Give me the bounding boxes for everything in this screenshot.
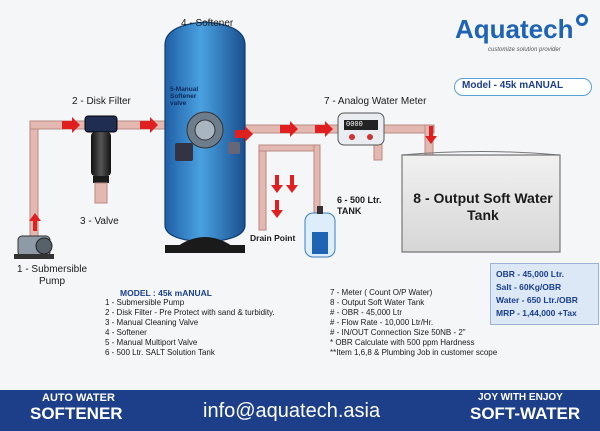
spec-list-item: # - Flow Rate - 10,000 Ltr/Hr. — [330, 318, 434, 327]
spec-list-item: 8 - Output Soft Water Tank — [330, 298, 425, 307]
footer-email[interactable]: info@aquatech.asia — [203, 400, 381, 422]
spec-list: 7 - Meter ( Count O/P Water) 8 - Output … — [330, 288, 497, 358]
footer-right-line2: SOFT-WATER — [470, 404, 581, 423]
spec-box-line: Salt - 60Kg/OBR — [496, 282, 562, 292]
spec-box: OBR - 45,000 Ltr. Salt - 60Kg/OBR Water … — [490, 263, 599, 325]
model-list-item: 1 - Submersible Pump — [105, 298, 185, 307]
model-list: 1 - Submersible Pump 2 - Disk Filter - P… — [105, 298, 275, 358]
model-badge-text: Model - 45k mANUAL — [462, 80, 564, 91]
logo: Aquatech — [455, 14, 573, 45]
spec-list-item: # - OBR - 45,000 Ltr — [330, 308, 403, 317]
footer-left-line2: SOFTENER — [30, 404, 123, 423]
spec-box-line: OBR - 45,000 Ltr. — [496, 269, 565, 279]
meter-reading: 0000 — [346, 121, 363, 129]
valve-label: 3 - Valve — [80, 216, 119, 227]
spec-box-line: Water - 650 Ltr./OBR — [496, 295, 578, 305]
model-badge — [454, 78, 592, 96]
spec-list-item: # - IN/OUT Connection Size 50NB - 2" — [330, 328, 466, 337]
model-list-item: 3 - Manual Cleaning Valve — [105, 318, 199, 327]
footer-left-line1: AUTO WATER — [42, 392, 115, 404]
salt-tank — [304, 206, 336, 258]
logo-text-a: Aqua — [455, 14, 520, 44]
model-list-title: MODEL : 45k mANUAL — [120, 288, 212, 298]
spec-box-line: MRP - 1,44,000 +Tax — [496, 308, 577, 318]
spec-list-item: * OBR Calculate with 500 ppm Hardness — [330, 338, 475, 347]
logo-mark-icon — [576, 14, 588, 26]
output-tank-label: 8 - Output Soft Water Tank — [413, 190, 553, 223]
water-meter — [337, 112, 385, 146]
output-tank — [401, 151, 561, 253]
pump-label: 1 - Submersible Pump — [16, 264, 88, 287]
meter-label: 7 - Analog Water Meter — [324, 96, 427, 107]
spec-list-item: 7 - Meter ( Count O/P Water) — [330, 288, 433, 297]
flow-arrows — [29, 117, 437, 231]
multiport-valve — [175, 111, 240, 161]
logo-tagline: customize solution provider — [488, 47, 561, 53]
footer-bar — [0, 390, 600, 431]
softener-label: 4 - Softener — [181, 18, 234, 29]
model-list-item: 2 - Disk Filter - Pre Protect with sand … — [105, 308, 275, 317]
disk-filter — [84, 115, 118, 204]
salt-tank-label: 6 - 500 Ltr. TANK — [337, 195, 382, 216]
valve-small-label: 5-Manual Softener valve — [170, 86, 199, 107]
model-list-item: 5 - Manual Multiport Valve — [105, 338, 198, 347]
submersible-pump — [14, 235, 54, 259]
drain-label: Drain Point — [250, 233, 296, 243]
model-list-item: 6 - 500 Ltr. SALT Solution Tank — [105, 348, 215, 357]
spec-list-item: **Item 1,6,8 & Plumbing Job in customer … — [330, 348, 498, 357]
disk-filter-label: 2 - Disk Filter — [72, 96, 131, 107]
footer-right-line1: JOY WITH ENJOY — [478, 392, 563, 403]
logo-text-b: tech — [520, 14, 574, 44]
model-list-item: 4 - Softener — [105, 328, 147, 337]
